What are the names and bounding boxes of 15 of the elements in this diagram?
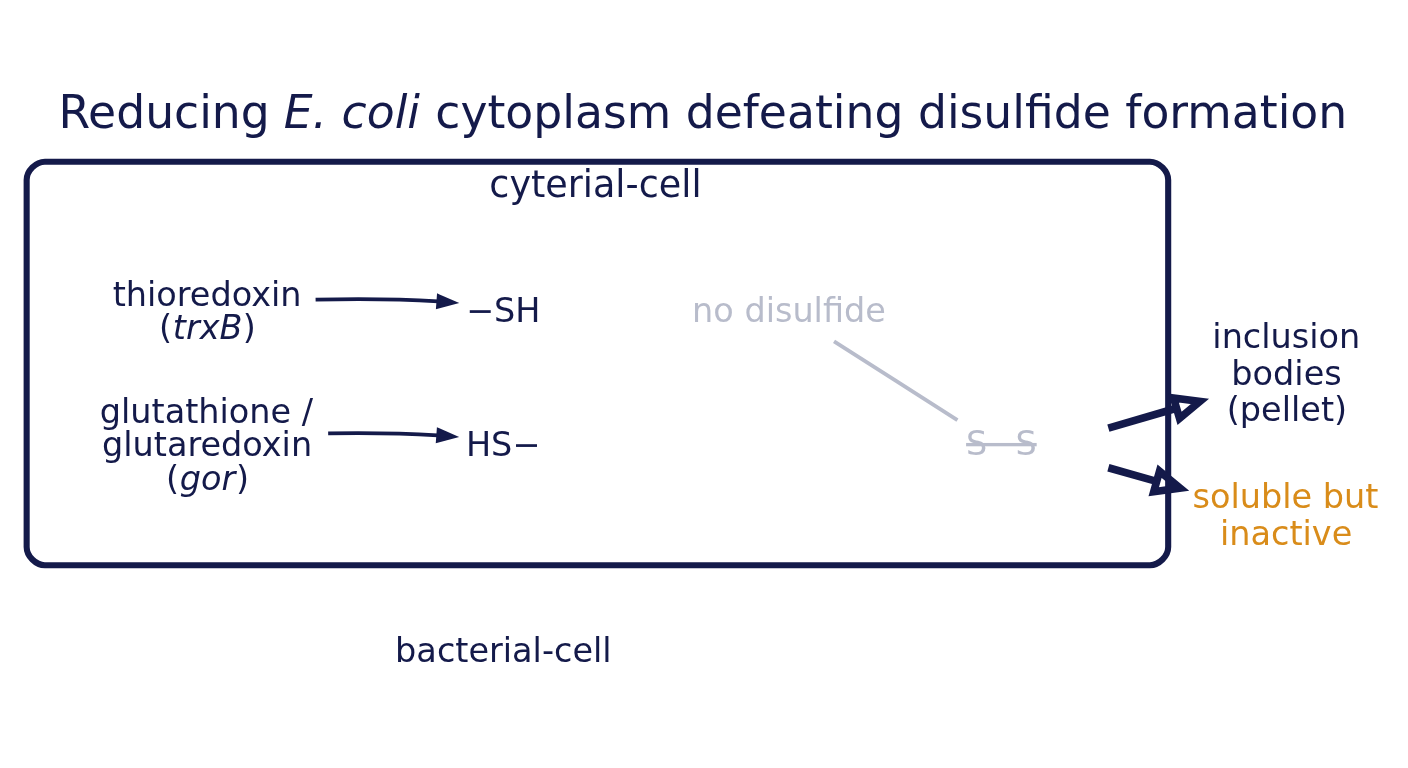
arrow [328, 427, 460, 444]
arrow [1107, 464, 1190, 497]
node-text: HS− [465, 425, 541, 465]
diagram-title: Reducing E. coli cytoplasm defeating disulfide formation [58, 86, 1348, 140]
node-text: S−S [966, 423, 1037, 463]
node-text: glutathione / glutaredoxin (gor) [99, 391, 314, 498]
node-text: −SH [465, 291, 541, 331]
node-text: no disulfide [692, 291, 886, 331]
node-text: thioredoxin (trxB) [112, 274, 302, 348]
connector [833, 339, 959, 422]
node-text: inclusion bodies (pellet) [1212, 317, 1361, 430]
arrow [315, 293, 460, 310]
arrow [1107, 393, 1210, 432]
node-label: bacterial-cell [395, 631, 612, 671]
node-text: soluble but inactive [1192, 477, 1379, 553]
